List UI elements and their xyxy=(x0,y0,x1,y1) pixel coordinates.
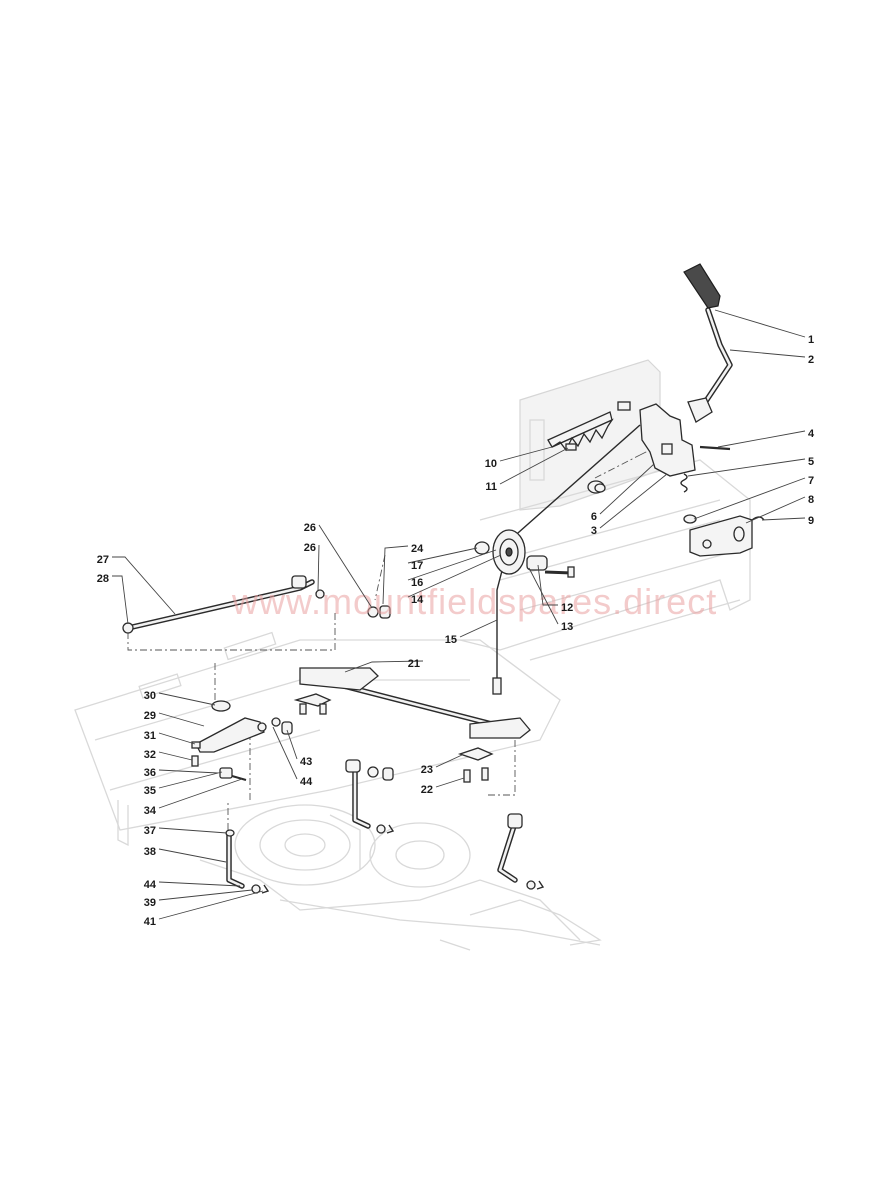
callout-30: 30 xyxy=(144,690,156,702)
cross-shaft xyxy=(293,667,531,783)
callout-2: 2 xyxy=(808,354,814,366)
callout-32: 32 xyxy=(144,749,156,761)
callout-15: 15 xyxy=(445,634,457,646)
callout-17: 17 xyxy=(411,560,423,572)
callout-23: 23 xyxy=(421,764,433,776)
callout-12: 12 xyxy=(561,602,573,614)
leader-lines xyxy=(112,309,806,920)
sector-plate xyxy=(547,401,631,452)
callout-14: 14 xyxy=(411,594,424,606)
watermark: www.mountfieldspares.direct xyxy=(231,581,717,622)
callout-10: 10 xyxy=(485,458,497,470)
pulley-assembly xyxy=(474,529,575,578)
upper-link-rod xyxy=(122,575,391,634)
callout-44: 44 xyxy=(144,879,157,891)
callout-16: 16 xyxy=(411,577,423,589)
callout-44: 44 xyxy=(300,776,313,788)
callout-22: 22 xyxy=(421,784,433,796)
callout-24: 24 xyxy=(411,543,424,555)
callout-27: 27 xyxy=(97,554,109,566)
callout-9: 9 xyxy=(808,515,814,527)
callout-39: 39 xyxy=(144,897,156,909)
callout-37: 37 xyxy=(144,825,156,837)
lift-lever-assembly xyxy=(587,263,765,557)
callout-38: 38 xyxy=(144,846,156,858)
callout-41: 41 xyxy=(144,916,156,928)
callout-29: 29 xyxy=(144,710,156,722)
callout-7: 7 xyxy=(808,475,814,487)
callout-5: 5 xyxy=(808,456,814,468)
callout-3: 3 xyxy=(591,525,597,537)
callout-36: 36 xyxy=(144,767,156,779)
callout-13: 13 xyxy=(561,621,573,633)
callout-1: 1 xyxy=(808,334,814,346)
callout-31: 31 xyxy=(144,730,156,742)
callout-43: 43 xyxy=(300,756,312,768)
callout-11: 11 xyxy=(485,481,497,493)
callout-4: 4 xyxy=(808,428,815,440)
callout-34: 34 xyxy=(144,805,157,817)
callout-6: 6 xyxy=(591,511,597,523)
callout-26: 26 xyxy=(304,522,316,534)
callout-28: 28 xyxy=(97,573,109,585)
callout-26: 26 xyxy=(304,542,316,554)
callout-8: 8 xyxy=(808,494,814,506)
callout-21: 21 xyxy=(408,658,420,670)
left-link-arm xyxy=(191,700,293,781)
callout-35: 35 xyxy=(144,785,156,797)
